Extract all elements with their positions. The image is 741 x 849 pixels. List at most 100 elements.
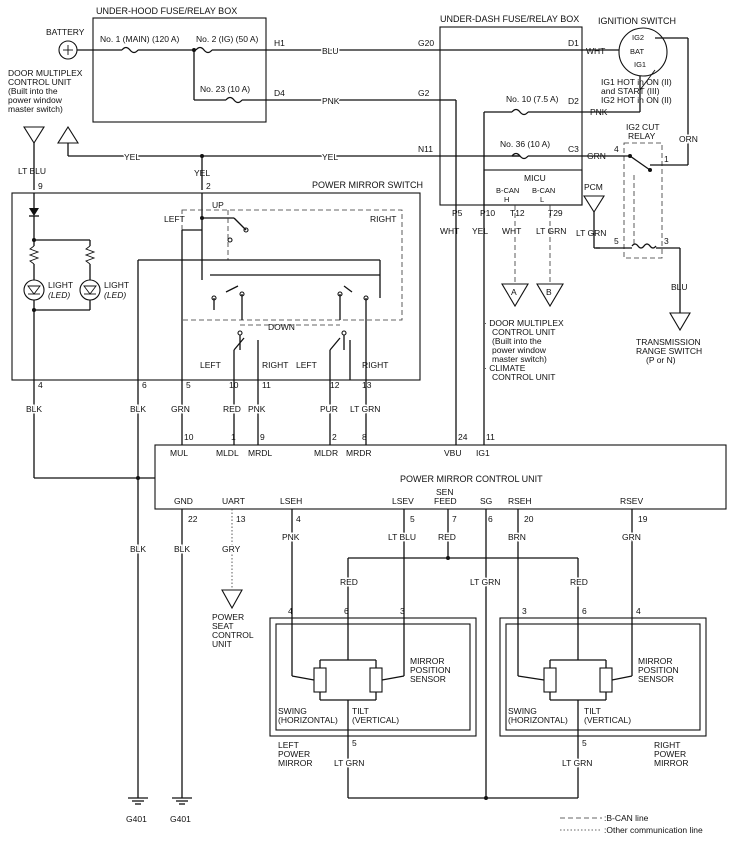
wire-label-brn: BRN (508, 532, 526, 542)
micu-bcan-h: B-CAN (496, 186, 519, 195)
relay-pin-4: 4 (614, 144, 619, 154)
lm-tilt: TILT (352, 706, 369, 716)
door-mux-5: master switch) (8, 104, 63, 114)
cu-pin-10: 10 (184, 432, 194, 442)
sw-pin-13: 13 (362, 380, 372, 390)
cu-uart: UART (222, 496, 245, 506)
wire-label-blk-3: BLK (130, 544, 146, 554)
pcm: PCM LT GRN (576, 182, 606, 249)
wire-label-wht-p5: WHT (440, 226, 459, 236)
ref-line-5: master switch) (492, 354, 547, 364)
ground-g401-1: G401 (126, 814, 147, 824)
ref-line-2: CONTROL UNIT (492, 327, 555, 337)
fuse-36-label: No. 36 (10 A) (500, 139, 550, 149)
cu-pin-24: 24 (458, 432, 468, 442)
cu-ig1: IG1 (476, 448, 490, 458)
lm-swing: SWING (278, 706, 307, 716)
rm-sensor-3: SENSOR (638, 674, 674, 684)
sw-pin-9: 9 (38, 181, 43, 191)
door-mux-2: CONTROL UNIT (8, 77, 71, 87)
power-mirror-control-unit: POWER MIRROR CONTROL UNIT 10 1 9 2 8 24 … (154, 432, 727, 524)
cu-rsev: RSEV (620, 496, 643, 506)
door-mux-4: power window (8, 95, 63, 105)
term-d4: D4 (274, 88, 285, 98)
psc-3: CONTROL (212, 630, 254, 640)
ignition-switch-title: IGNITION SWITCH (598, 16, 676, 26)
lm-title-1: LEFT (278, 740, 299, 750)
term-h1: H1 (274, 38, 285, 48)
relay-pin-5: 5 (614, 236, 619, 246)
sw-left-bot-2: LEFT (296, 360, 317, 370)
cu-pin-11: 11 (486, 432, 495, 442)
light1-led: (LED) (48, 290, 70, 300)
ground-symbols: G401 G401 (126, 797, 192, 824)
cu-pin-13: 13 (236, 514, 246, 524)
rm-horizontal: (HORIZONTAL) (508, 715, 568, 725)
wire-label-blu-trs: BLU (671, 282, 688, 292)
micu-label: MICU (524, 173, 546, 183)
relay-title-2: RELAY (628, 131, 656, 141)
wire-label-ltgrn-pcm: LT GRN (576, 228, 606, 238)
lm-horizontal: (HORIZONTAL) (278, 715, 338, 725)
pcm-label: PCM (584, 182, 603, 192)
cu-pin-19: 19 (638, 514, 648, 524)
rm-vertical: (VERTICAL) (584, 715, 631, 725)
wire-label-red-feed: RED (438, 532, 456, 542)
connector-b: B (546, 287, 552, 297)
line-legend: :B-CAN line :Other communication line (560, 813, 703, 835)
wire-label-blk-4: BLK (174, 544, 190, 554)
power-mirror-switch: POWER MIRROR SWITCH 9 2 LIGHT (LED) LIGH… (11, 180, 423, 381)
ref-line-1: · DOOR MULTIPLEX (484, 318, 564, 328)
light2-led: (LED) (104, 290, 126, 300)
wire-label-pnk: PNK (322, 96, 340, 106)
under-dash-title: UNDER-DASH FUSE/RELAY BOX (440, 14, 579, 24)
left-power-mirror: 4 6 3 SWING (HORIZONTAL) TILT (VERTICAL)… (269, 606, 477, 798)
wire-label-blk-1: BLK (26, 404, 42, 414)
wire-label-blk-2: BLK (130, 404, 146, 414)
ref-line-6: · CLIMATE (484, 363, 526, 373)
wire-label-yel-3: YEL (194, 168, 210, 178)
cu-pin-1: 1 (231, 432, 236, 442)
wire-label-yel-1: YEL (124, 152, 140, 162)
sw-right-bot-2: RIGHT (362, 360, 388, 370)
rm-title-1: RIGHT (654, 740, 680, 750)
term-p10: P10 (480, 208, 495, 218)
term-n11: N11 (418, 144, 433, 154)
cu-pin-22: 22 (188, 514, 198, 524)
legend-bcan: :B-CAN line (604, 813, 649, 823)
cu-lsev: LSEV (392, 496, 414, 506)
lm-pin-4: 4 (288, 606, 293, 616)
under-hood-fuse-box: UNDER-HOOD FUSE/RELAY BOX No. 1 (MAIN) (… (77, 6, 285, 123)
micu-bcan-l: B-CAN (532, 186, 555, 195)
transmission-range-switch: BLU TRANSMISSION RANGE SWITCH (P or N) (636, 282, 702, 365)
lm-title-3: MIRROR (278, 758, 312, 768)
cu-mrdl: MRDL (248, 448, 272, 458)
cu-vbu: VBU (444, 448, 461, 458)
cu-pin-6: 6 (488, 514, 493, 524)
wire-label-ltblu: LT BLU (18, 166, 46, 176)
trs-label-3: (P or N) (646, 355, 676, 365)
rm-sensor-2: POSITION (638, 665, 679, 675)
wire-label-wht-t12: WHT (502, 226, 521, 236)
cu-pin-7: 7 (452, 514, 457, 524)
rm-tilt: TILT (584, 706, 601, 716)
ground-g401-2: G401 (170, 814, 191, 824)
wire-label-ltgrn-sg: LT GRN (470, 577, 500, 587)
sw-left-top: LEFT (164, 214, 185, 224)
ign-note-2: and START (III) (601, 86, 660, 96)
rm-title-2: POWER (654, 749, 686, 759)
right-power-mirror: 3 6 4 SWING (HORIZONTAL) TILT (VERTICAL)… (499, 606, 707, 798)
wire-label-ltgrn-lm: LT GRN (334, 758, 364, 768)
wire-label-orn: ORN (679, 134, 698, 144)
sw-right-bot-1: RIGHT (262, 360, 288, 370)
light2-label: LIGHT (104, 280, 129, 290)
ref-line-3: (Built into the (492, 336, 542, 346)
wire-label-yel-p10: YEL (472, 226, 488, 236)
cu-pin-9: 9 (260, 432, 265, 442)
door-multiplex-unit: DOOR MULTIPLEX CONTROL UNIT (Built into … (8, 68, 440, 190)
cu-pin-8: 8 (362, 432, 367, 442)
under-hood-title: UNDER-HOOD FUSE/RELAY BOX (96, 6, 237, 16)
ign-ig1: IG1 (634, 60, 646, 69)
cu-lseh: LSEH (280, 496, 302, 506)
battery: BATTERY (46, 27, 85, 60)
